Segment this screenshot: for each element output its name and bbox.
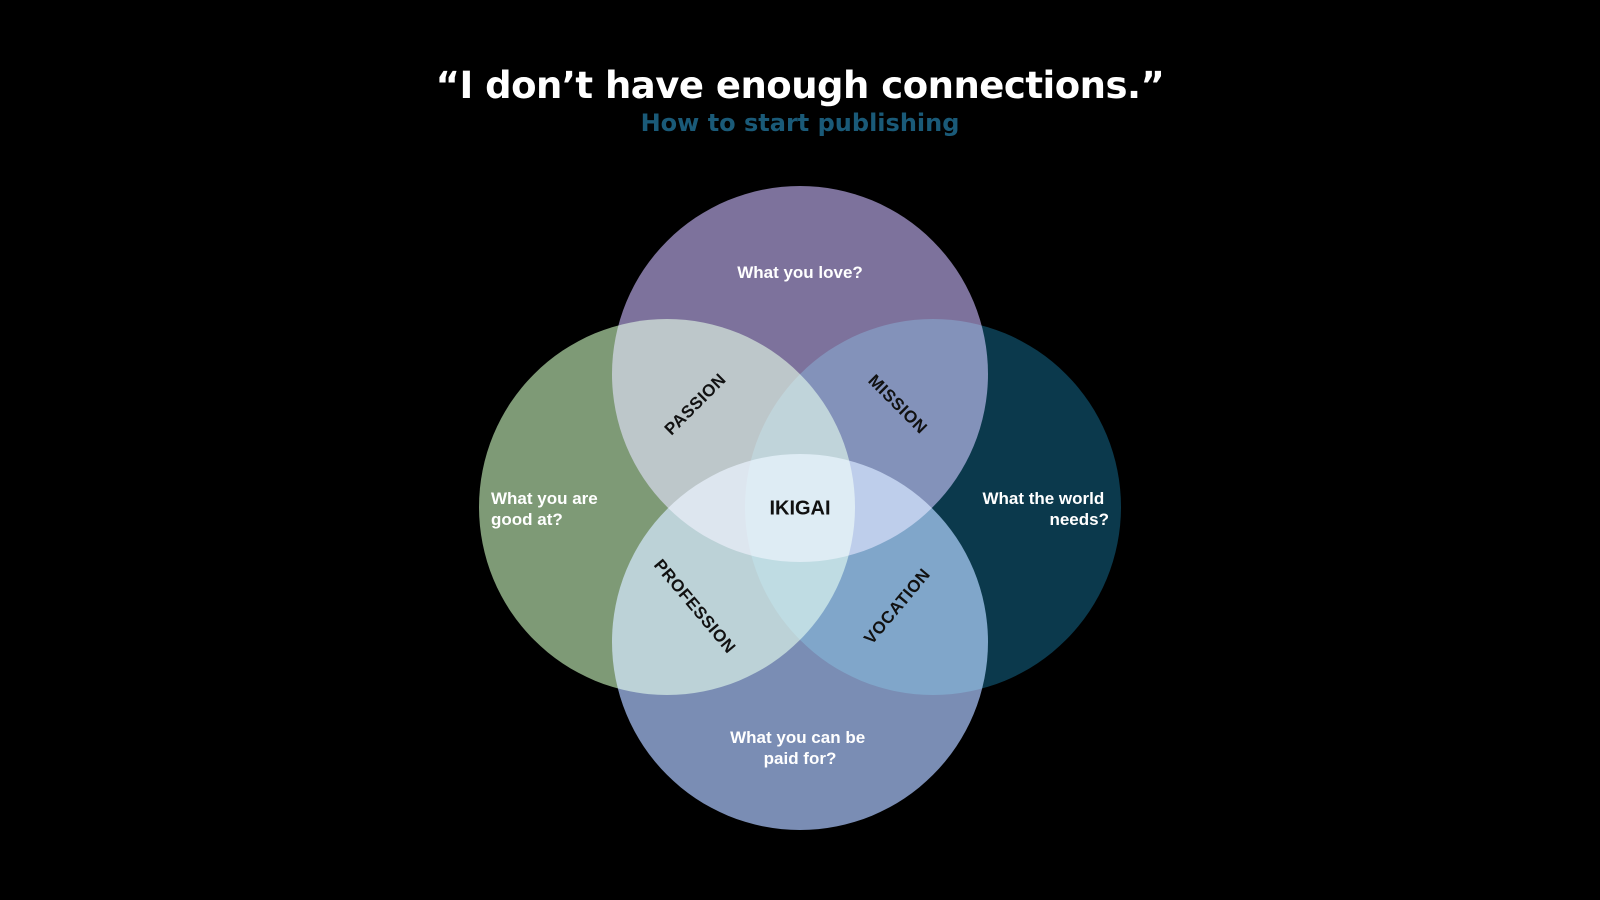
circle-what-you-can-be-paid-for [612,454,988,830]
label-world-line2: needs? [1049,510,1109,529]
page-subtitle: How to start publishing [640,109,960,137]
label-paid-line1: What you can be [730,728,865,747]
label-what-you-love: What you love? [737,263,863,282]
center-ikigai: IKIGAI [769,497,830,519]
label-paid-line2: paid for? [764,749,837,768]
page-title: “I don’t have enough connections.” [435,64,1165,107]
label-world-line1: What the world [982,489,1104,508]
label-good-line2: good at? [491,510,563,529]
label-what-you-can-be-paid-for: What you can be paid for? [730,728,870,768]
header: “I don’t have enough connections.” How t… [0,58,1600,138]
label-what-you-are-good-at: What you are good at? [491,489,602,529]
circles-group [479,186,1121,830]
circle-what-you-love [612,186,988,562]
label-what-the-world-needs: What the world needs? [982,489,1109,529]
label-good-line1: What you are [491,489,598,508]
